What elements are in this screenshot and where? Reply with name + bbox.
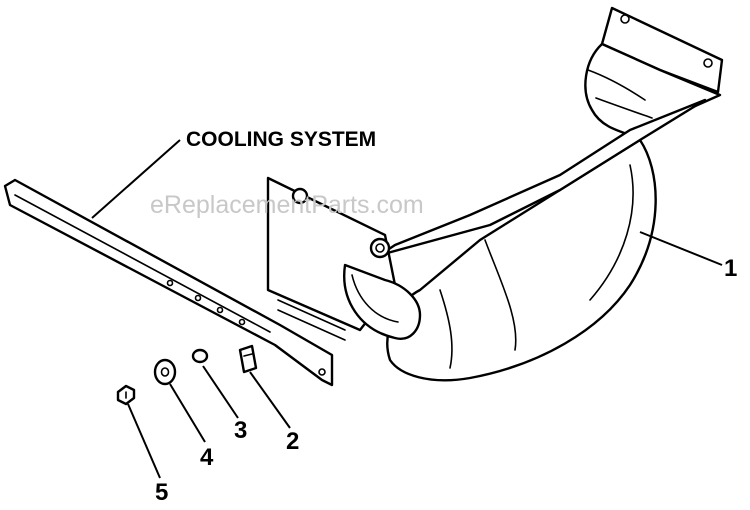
callout-5: 5 (155, 479, 168, 506)
callout-4: 4 (200, 444, 214, 471)
mounting-bracket (3, 178, 334, 387)
watermark-text: eReplacementParts.com (150, 191, 424, 219)
callout-3: 3 (234, 417, 247, 444)
blower-housing-shroud (266, 6, 724, 382)
callout-2: 2 (286, 428, 299, 455)
spacer (191, 348, 209, 364)
clip-nut (238, 344, 258, 374)
callout-1: 1 (724, 255, 737, 282)
washer (153, 358, 177, 386)
leader-lines (91, 139, 723, 479)
diagram-title: COOLING SYSTEM (186, 128, 376, 151)
screw (116, 384, 136, 406)
